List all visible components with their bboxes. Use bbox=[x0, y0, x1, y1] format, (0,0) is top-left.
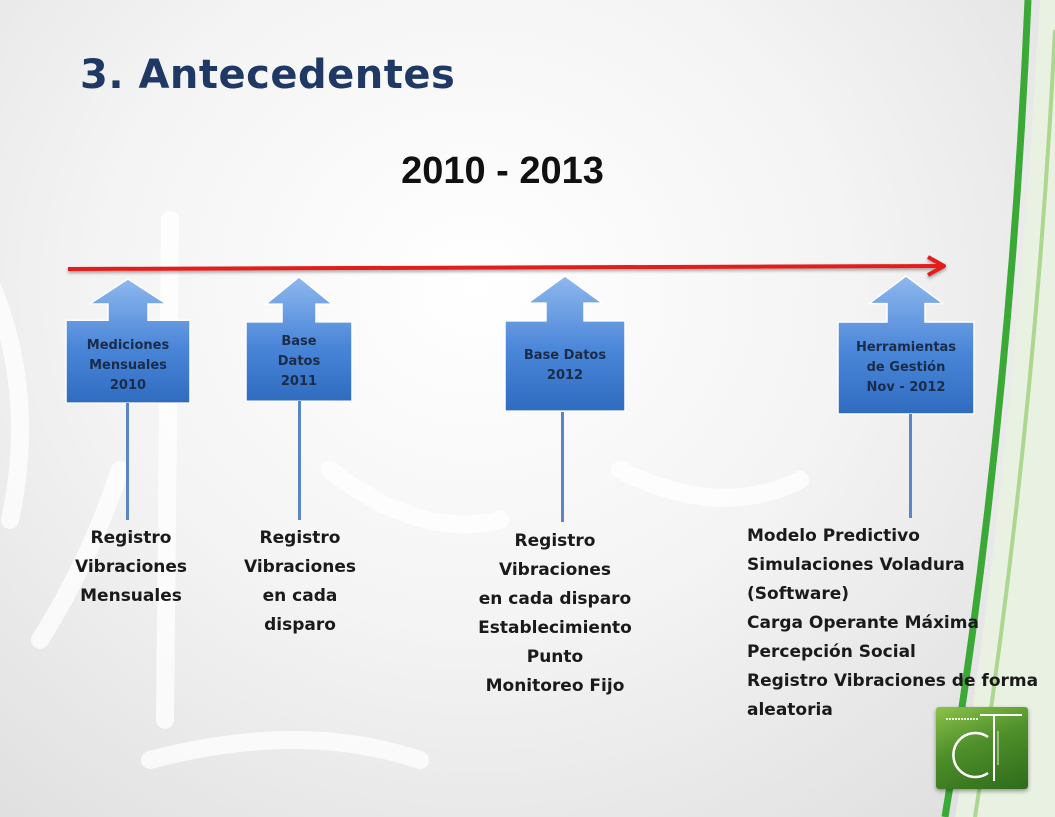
milestone-description: Registro Vibraciones Mensuales bbox=[74, 528, 188, 606]
milestone-node-2010: Mediciones Mensuales 2010 bbox=[65, 278, 191, 404]
page-title: 3. Antecedentes bbox=[80, 52, 456, 98]
ct-logo-icon bbox=[936, 707, 1028, 789]
milestone-label: Base Datos 2011 bbox=[277, 334, 321, 389]
milestone-connector bbox=[909, 414, 912, 518]
up-arrow-callout-icon bbox=[504, 275, 626, 412]
milestone-node-nov-2012: Herramientas de Gestión Nov - 2012 bbox=[837, 275, 975, 415]
milestone-description: Registro Vibraciones en cada disparo Est… bbox=[478, 531, 632, 696]
up-arrow-callout-icon bbox=[837, 275, 975, 415]
date-range-title: 2010 - 2013 bbox=[401, 150, 604, 192]
milestone-connector bbox=[298, 401, 301, 520]
milestone-description: Registro Vibraciones en cada disparo bbox=[243, 528, 357, 635]
milestone-label: Mediciones Mensuales 2010 bbox=[86, 338, 170, 393]
milestone-node-2012: Base Datos 2012 bbox=[504, 275, 626, 412]
ct-logo-mark bbox=[946, 714, 1022, 781]
milestone-connector bbox=[126, 403, 129, 520]
milestone-description: Modelo Predictivo Simulaciones Voladura … bbox=[747, 526, 1039, 720]
milestone-node-2011: Base Datos 2011 bbox=[245, 276, 353, 402]
milestone-label: Herramientas de Gestión Nov - 2012 bbox=[855, 340, 957, 395]
milestone-connector bbox=[561, 412, 564, 522]
milestone-label: Base Datos 2012 bbox=[523, 348, 607, 383]
